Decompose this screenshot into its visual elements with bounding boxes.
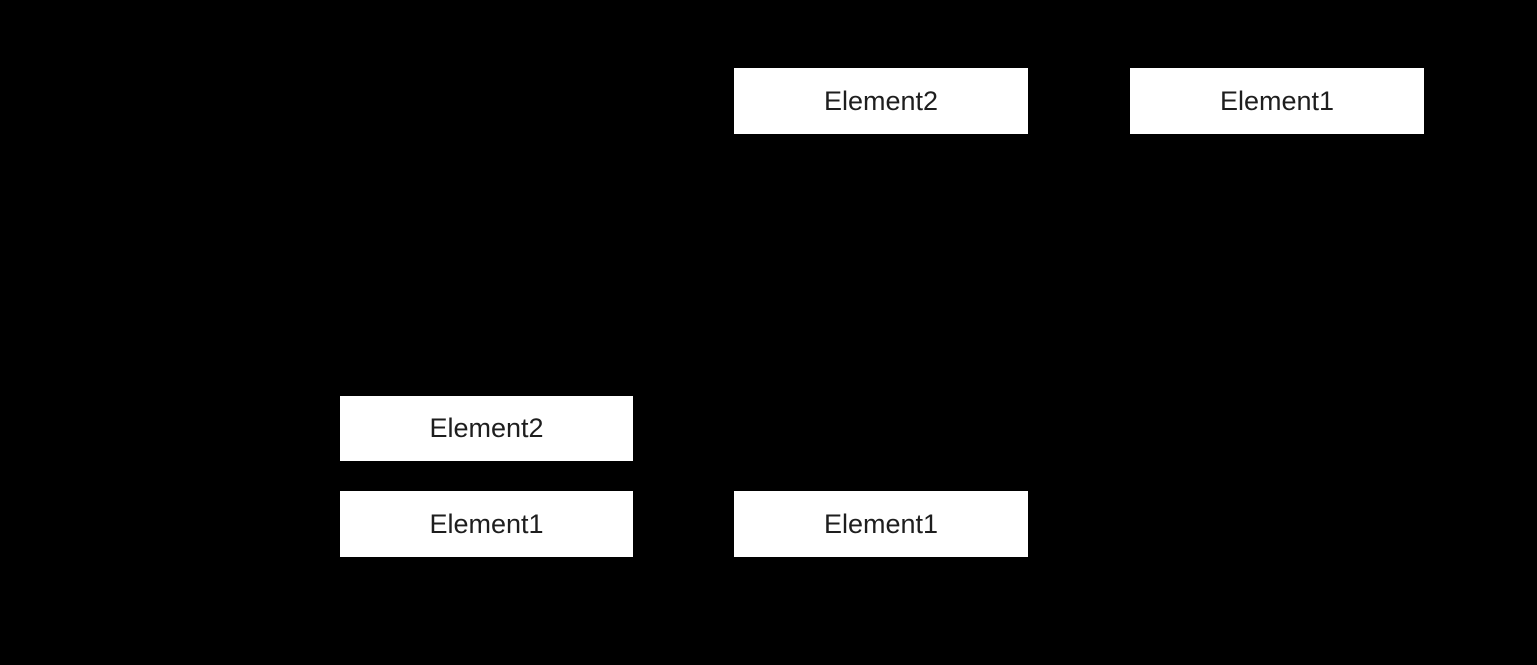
element-box-middle-left: Element2: [340, 396, 633, 461]
element-box-bottom-middle: Element1: [734, 491, 1028, 557]
element-box-top-right: Element1: [1130, 68, 1424, 134]
element-box-bottom-left: Element1: [340, 491, 633, 557]
element-box-top-middle: Element2: [734, 68, 1028, 134]
